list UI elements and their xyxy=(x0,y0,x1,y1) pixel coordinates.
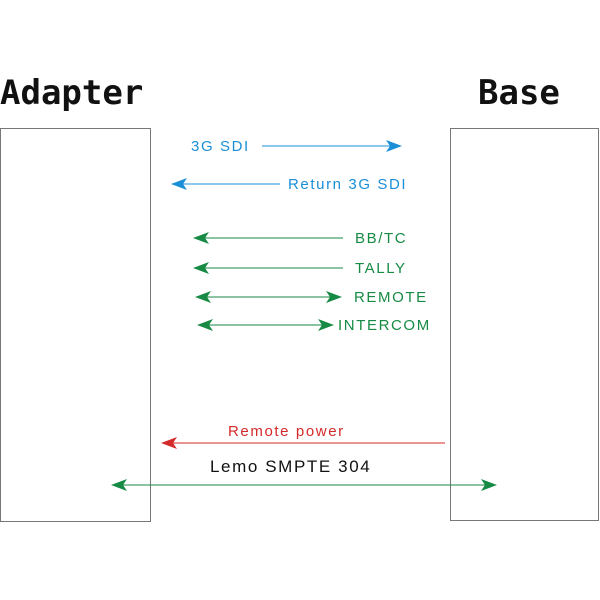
signal-label-3g-sdi: 3G SDI xyxy=(191,138,250,155)
signal-label-remote: REMOTE xyxy=(354,289,428,306)
signal-label-intercom: INTERCOM xyxy=(338,317,431,334)
signal-label-tally: TALLY xyxy=(355,260,407,277)
base-title: Base xyxy=(478,73,560,113)
adapter-box xyxy=(0,128,151,522)
signal-label-bb-tc: BB/TC xyxy=(355,230,407,247)
base-box xyxy=(450,128,599,521)
signal-label-return-3g-sdi: Return 3G SDI xyxy=(288,176,407,193)
signal-label-remote-power: Remote power xyxy=(228,423,345,440)
cable-label: Lemo SMPTE 304 xyxy=(210,457,371,476)
adapter-title: Adapter xyxy=(0,73,143,113)
